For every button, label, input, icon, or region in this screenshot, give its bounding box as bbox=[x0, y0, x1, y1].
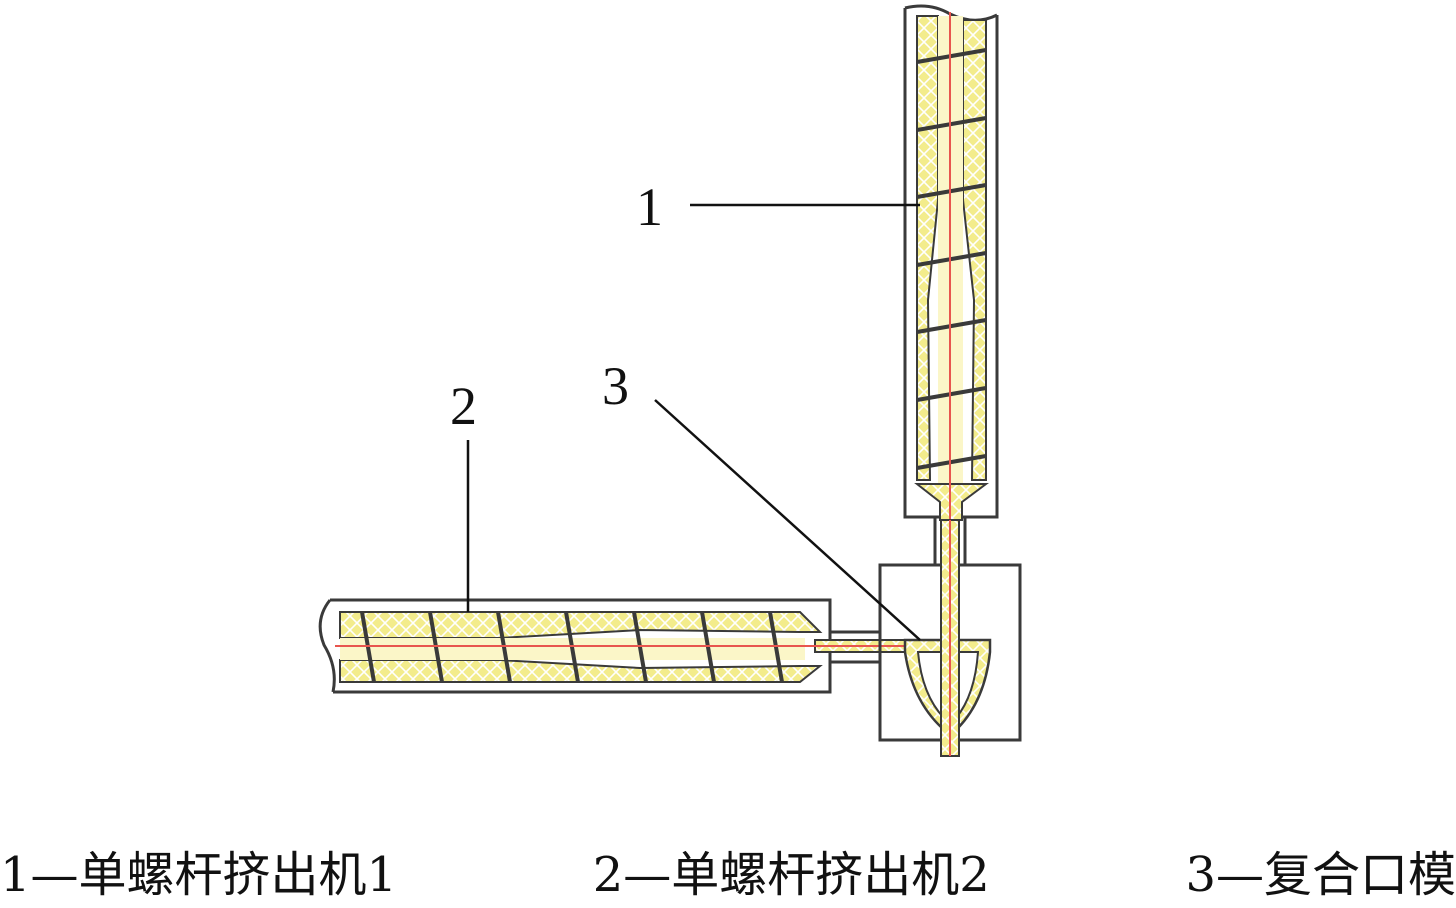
extruder-1-melt-right bbox=[962, 19, 987, 481]
extruder-1-nozzle bbox=[914, 483, 989, 521]
extruder-1-flights bbox=[916, 48, 987, 470]
caption-item-2: 2—单螺杆挤出机2 bbox=[592, 847, 990, 903]
extruder-2-feed-tube bbox=[830, 630, 880, 664]
label-3: 3 bbox=[602, 356, 629, 416]
extruder-1-feed-tube bbox=[933, 517, 967, 565]
caption-item-1: 1—单螺杆挤出机1 bbox=[0, 847, 398, 903]
label-2: 2 bbox=[450, 376, 477, 436]
composite-die bbox=[878, 519, 1022, 757]
extruder-2-melt-top bbox=[339, 611, 823, 639]
leader-3 bbox=[654, 399, 921, 641]
extruder-2-break bbox=[318, 599, 336, 693]
caption-item-3: 3—复合口模 bbox=[1185, 847, 1456, 903]
extruder-1 bbox=[903, 4, 999, 756]
extruder-1-melt-left bbox=[916, 15, 939, 481]
extruder-2-melt-bottom bbox=[339, 659, 823, 683]
figure-caption: 1—单螺杆挤出机1 2—单螺杆挤出机2 3—复合口模 bbox=[0, 835, 1456, 905]
label-1: 1 bbox=[636, 177, 663, 237]
extruder-2 bbox=[318, 598, 948, 694]
leader-lines bbox=[466, 203, 921, 641]
